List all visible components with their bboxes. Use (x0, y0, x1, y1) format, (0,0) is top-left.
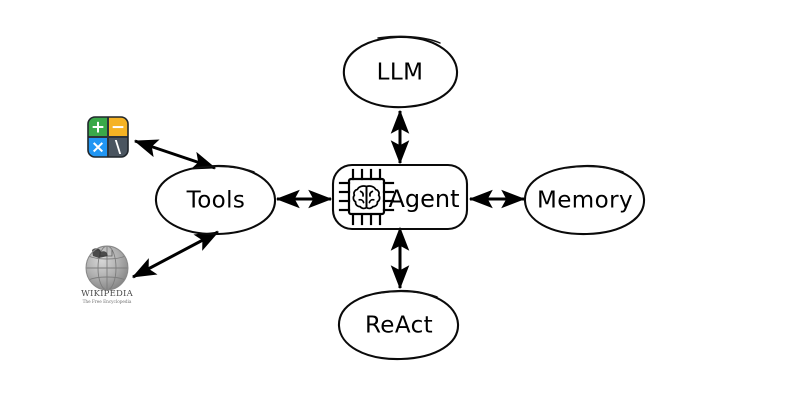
node-react-label: ReAct (365, 313, 433, 339)
node-tools-label: Tools (186, 188, 246, 214)
node-llm-label: LLM (377, 60, 424, 86)
node-react[interactable]: ReAct (337, 289, 460, 361)
node-tools[interactable]: Tools (154, 164, 277, 236)
wikipedia-globe-icon (85, 245, 129, 291)
connector-tools-calculator (133, 139, 217, 170)
calculator-times-glyph: × (91, 138, 105, 158)
node-memory[interactable]: Memory (523, 164, 646, 236)
node-agent[interactable]: Agent (331, 163, 469, 231)
cpu-brain-chip-icon (338, 168, 395, 226)
calculator-plus-glyph: + (91, 118, 105, 138)
calculator-icon[interactable]: + − × \ (87, 116, 129, 158)
node-llm[interactable]: LLM (342, 35, 459, 109)
connector-tools-wikipedia (131, 230, 220, 279)
wikipedia-subtitle: The Free Encyclopedia (83, 299, 132, 304)
node-memory-label: Memory (537, 188, 633, 214)
wikipedia-icon[interactable]: WIKIPEDIA The Free Encyclopedia (81, 245, 133, 304)
node-agent-label: Agent (388, 185, 459, 213)
calculator-divide-glyph: \ (115, 138, 122, 158)
wikipedia-title: WIKIPEDIA (81, 289, 133, 299)
calculator-minus-glyph: − (111, 118, 125, 138)
